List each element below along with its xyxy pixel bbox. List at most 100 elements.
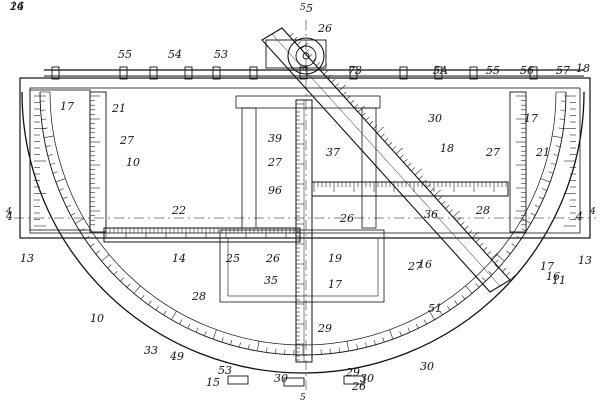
protractor-tick: [338, 347, 340, 353]
diagonal-arm-tick: [315, 62, 321, 67]
reference-numeral: 28: [475, 204, 490, 217]
section-view-mark: 5: [300, 3, 306, 13]
reference-numeral: 51: [428, 302, 442, 315]
protractor-tick: [163, 310, 167, 316]
rail-clip: [184, 66, 193, 80]
protractor-tick: [90, 243, 95, 247]
reference-numeral: 19: [328, 252, 342, 265]
horizontal-rule-right-scale: [313, 182, 507, 192]
reference-numeral: 27: [267, 156, 282, 169]
reference-numeral: 54: [168, 48, 182, 61]
left-vertical-scale: [34, 95, 100, 227]
reference-numeral: 55: [486, 64, 500, 77]
reference-numeral: 56: [520, 64, 534, 77]
reference-numeral: 36: [424, 208, 438, 221]
protractor-tick: [45, 145, 51, 147]
rail-clip: [434, 66, 443, 80]
protractor-tick: [482, 277, 486, 282]
reference-numeral: 30: [360, 372, 374, 385]
protractor-tick: [511, 243, 516, 247]
protractor-tick: [47, 154, 53, 156]
protractor-tick: [126, 283, 131, 288]
right-panel: [509, 91, 576, 233]
left-panel: [29, 89, 107, 233]
protractor-tick: [275, 348, 277, 354]
protractor-tick: [399, 331, 402, 336]
right-vertical-scale: [516, 95, 576, 227]
bottom-knobs: [227, 375, 365, 387]
protractor-tick: [107, 264, 112, 269]
reference-numeral: 4: [575, 210, 583, 223]
protractor-tick: [506, 250, 511, 255]
reference-numeral: 27: [407, 260, 422, 273]
diagonal-arm-tick: [456, 217, 461, 222]
diagonal-arm-tick: [384, 137, 389, 142]
protractor-tick: [494, 264, 499, 269]
diagonal-arm-tick: [505, 272, 511, 277]
diagonal-arm-tick: [289, 32, 294, 37]
vertical-slide-rule: [295, 99, 313, 363]
protractor-tick: [187, 323, 191, 329]
reference-numeral: 33: [144, 344, 158, 357]
diagonal-arm-tick: [471, 231, 479, 239]
protractor-tick: [66, 204, 72, 208]
protractor-tick: [454, 300, 458, 305]
protractor-tick: [555, 145, 561, 147]
reference-numeral: 16: [418, 258, 432, 271]
protractor-tick: [204, 331, 207, 336]
vertical-rule-scale: [296, 103, 304, 361]
diagonal-arm-tick: [509, 273, 517, 281]
reference-numeral: 25: [225, 252, 240, 265]
diagonal-arm-tick: [445, 205, 450, 209]
reference-numeral: 5A: [433, 64, 448, 77]
reference-numeral: 17: [524, 112, 538, 125]
protractor-tick: [373, 339, 376, 345]
protractor-arc: [21, 91, 585, 374]
section-view-mark: 5: [300, 393, 306, 403]
rail-clip: [349, 66, 358, 80]
diagonal-arm-tick: [479, 242, 484, 247]
diagonal-arm-tick: [346, 95, 351, 100]
protractor-tick: [429, 310, 435, 320]
protractor-tick: [521, 228, 527, 232]
reference-numeral: 18: [440, 142, 454, 155]
reference-numeral: 13: [20, 252, 34, 265]
reference-numeral: 26: [339, 212, 354, 225]
diagonal-arm-tick: [448, 209, 454, 214]
protractor-tick: [329, 348, 331, 354]
reference-numeral: 96: [268, 184, 282, 197]
reference-numeral: 30: [274, 372, 288, 385]
protractor-tick: [389, 329, 394, 340]
reference-numeral: 37: [326, 146, 340, 159]
diagonal-arm-tick: [414, 168, 422, 176]
protractor-tick: [257, 341, 260, 352]
diagonal-arm-tick: [502, 268, 507, 272]
protractor-tick: [447, 305, 451, 311]
reference-numeral: 28: [191, 290, 206, 303]
protractor-tick: [550, 162, 556, 165]
diagonal-arm-tick: [437, 196, 442, 201]
diagonal-arm-tick: [429, 188, 435, 193]
diagonal-arm-tick: [452, 210, 460, 218]
diagonal-arm-tick: [357, 105, 365, 113]
diagonal-arm-tick: [418, 175, 423, 180]
reference-numeral: 29: [317, 322, 332, 335]
diagonal-arm-tick: [475, 238, 480, 243]
rail-clip: [119, 66, 128, 80]
protractor-tick: [538, 196, 544, 200]
rail-clip: [469, 66, 478, 80]
diagonal-arm-tick: [372, 125, 378, 130]
protractor-tick: [423, 319, 427, 325]
reference-numeral: 27: [119, 134, 134, 147]
diagonal-arm-tick: [388, 142, 393, 146]
protractor-tick: [553, 154, 559, 156]
diagonal-arm-tick: [334, 83, 340, 88]
protractor-tick: [548, 171, 554, 174]
protractor-tick: [407, 327, 411, 333]
diagonal-arm-tick: [407, 163, 412, 167]
reference-numeral: 18: [576, 62, 590, 75]
diagonal-arm-tick: [422, 179, 427, 184]
reference-numeral: 35: [264, 274, 278, 287]
reference-numeral: 29: [345, 366, 360, 379]
